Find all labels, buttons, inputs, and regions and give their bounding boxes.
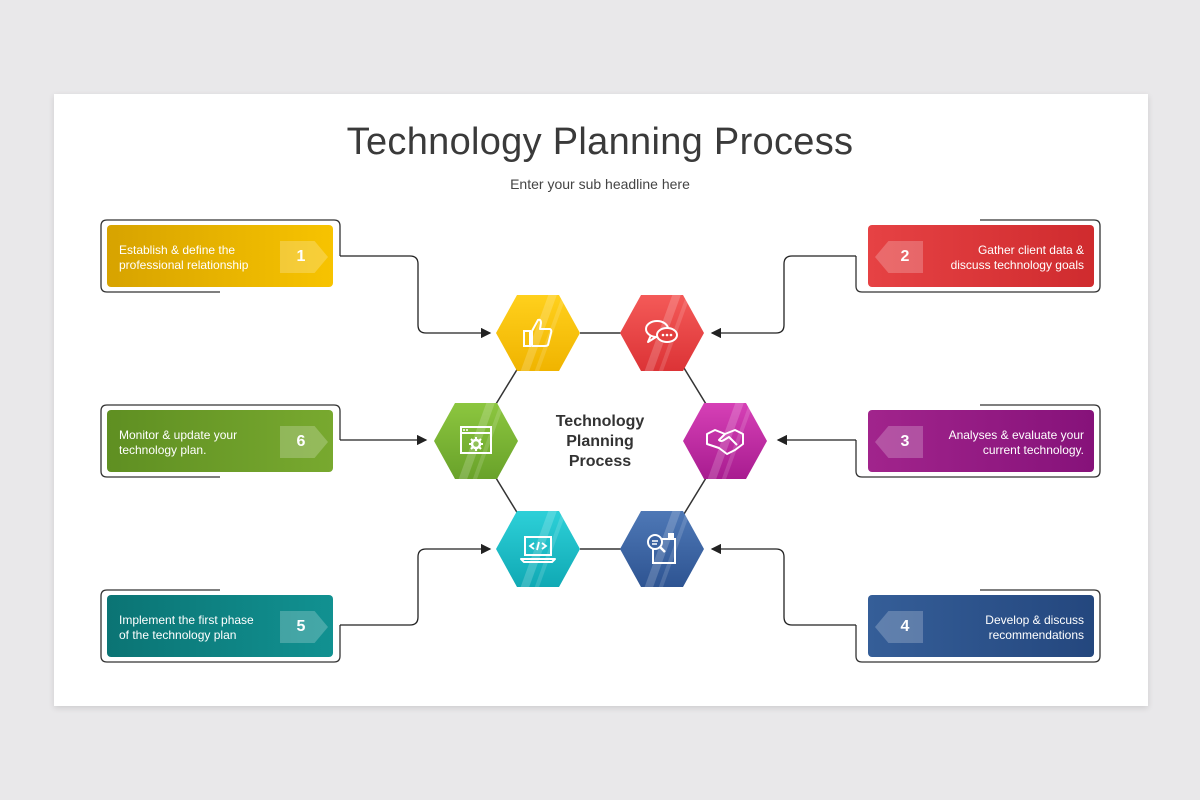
hex-ring-lines [495, 332, 707, 550]
step-2-line1: Gather client data & [977, 243, 1084, 257]
step-1-number-badge: 1 [280, 241, 328, 273]
step-2-line2: discuss technology goals [950, 258, 1084, 272]
step-card-2: 2 Gather client data & discuss technolog… [868, 225, 1094, 287]
step-3-text: Analyses & evaluate your current technol… [916, 428, 1084, 458]
step-6-number-badge: 6 [280, 426, 328, 458]
step-1-text: Establish & define the professional rela… [119, 243, 279, 273]
step-6-line1: Monitor & update your [119, 428, 238, 442]
step-1-line1: Establish & define the [119, 243, 236, 257]
card-brackets [100, 219, 1101, 663]
step-1-line2: professional relationship [119, 258, 249, 272]
step-card-6: Monitor & update your technology plan. 6 [107, 410, 333, 472]
step-card-3: 3 Analyses & evaluate your current techn… [868, 410, 1094, 472]
laptop-code-icon [520, 536, 556, 563]
step-5-line2: of the technology plan [119, 628, 237, 642]
handshake-icon [706, 429, 744, 455]
step-card-5: Implement the first phase of the technol… [107, 595, 333, 657]
slide-title: Technology Planning Process [346, 121, 854, 163]
step-card-1: Establish & define the professional rela… [107, 225, 333, 287]
thumbs-up-icon [523, 318, 553, 347]
step-4-text: Develop & discuss recommendations [916, 613, 1084, 643]
center-label-line2: Planning [566, 433, 634, 450]
step-5-text: Implement the first phase of the technol… [119, 613, 279, 643]
step-3-line2: current technology. [982, 443, 1084, 457]
search-document-icon [647, 533, 676, 564]
step-5-number-badge: 5 [280, 611, 328, 643]
step-2-text: Gather client data & discuss technology … [916, 243, 1084, 273]
center-label-line3: Process [568, 453, 632, 470]
step-6-text: Monitor & update your technology plan. [119, 428, 279, 458]
step-4-line1: Develop & discuss [985, 613, 1084, 627]
browser-gear-icon [460, 426, 492, 454]
step-6-line2: technology plan. [119, 443, 207, 457]
step-5-line1: Implement the first phase [119, 613, 254, 627]
center-label-line1: Technology [555, 413, 645, 430]
center-label: Technology Planning Process [540, 412, 660, 472]
arrow-connectors [340, 255, 856, 626]
step-4-line2: recommendations [988, 628, 1084, 642]
hex-step-5 [496, 511, 580, 587]
chat-bubbles-icon [645, 320, 678, 343]
step-card-4: 4 Develop & discuss recommendations [868, 595, 1094, 657]
slide-subtitle: Enter your sub headline here [510, 176, 690, 192]
step-3-line1: Analyses & evaluate your [948, 428, 1084, 442]
hex-step-4 [620, 511, 704, 587]
